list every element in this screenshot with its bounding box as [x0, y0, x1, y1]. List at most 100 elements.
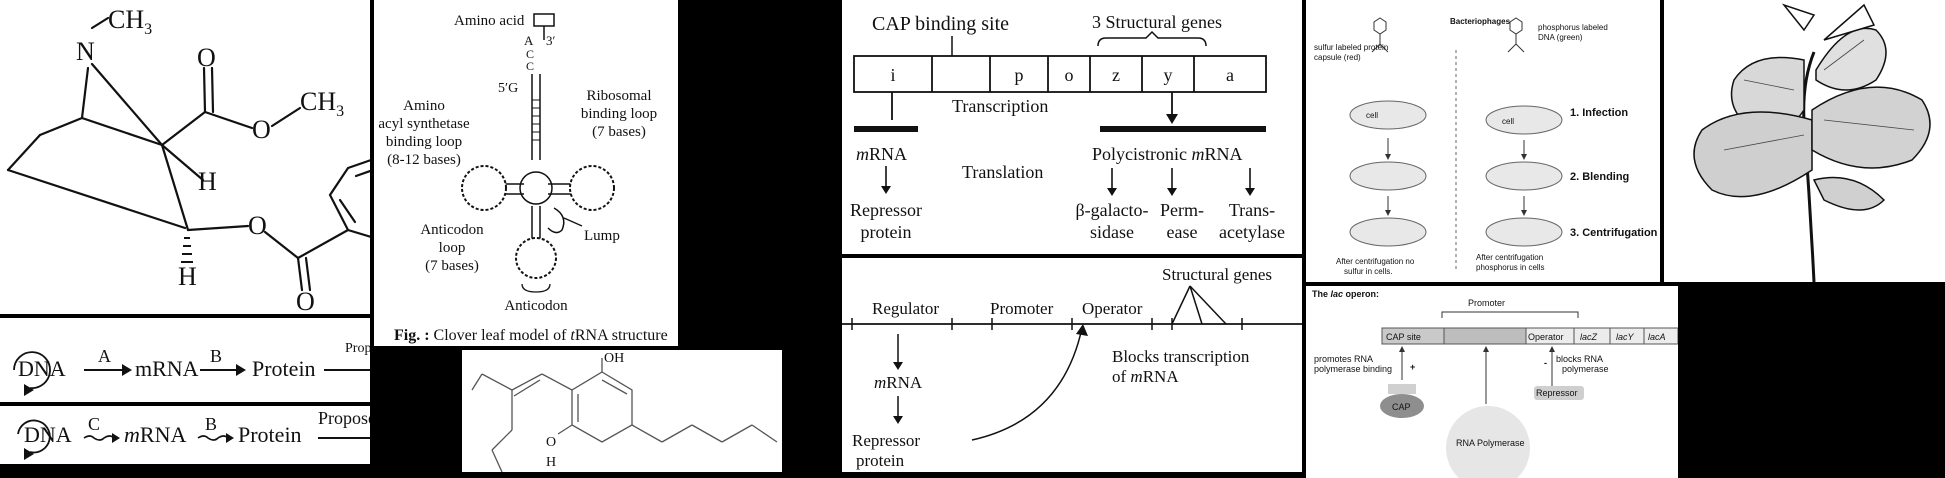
- dna-label: DNA: [18, 356, 66, 381]
- svg-text:acyl synthetase: acyl synthetase: [378, 116, 470, 132]
- figure-caption: Fig. : Clover leaf model of tRNA structu…: [394, 327, 668, 344]
- lac-operon-cap-panel: The lac operon: Promoter CAP site Operat…: [1306, 286, 1678, 478]
- arrow-c-label: C: [88, 414, 100, 434]
- beta-galactosidase-label-2: sidase: [1090, 222, 1134, 242]
- right-cell-infection: [1485, 105, 1563, 135]
- ribosomal-loop-label: Ribosomal binding loop (7 bases): [581, 88, 657, 140]
- after-right-label-1: After centrifugation: [1476, 253, 1543, 262]
- promoter-bracket-label: Promoter: [1468, 298, 1505, 308]
- benzoate-carbonyl-o-label: O: [296, 287, 315, 314]
- synthetase-loop-label: Amino acyl synthetase binding loop (8-12…: [378, 98, 470, 168]
- datura-plant-drawing: [1693, 3, 1931, 282]
- blocks-label-1: blocks RNA: [1556, 354, 1603, 364]
- lacz-label: lacZ: [1580, 332, 1598, 342]
- ether-h-label: H: [546, 455, 556, 470]
- proposed-by-label-2: Proposed by: [318, 408, 370, 428]
- trna-c2-label: C: [526, 59, 534, 73]
- beta-galactosidase-label-1: β-galacto-: [1075, 200, 1148, 220]
- svg-text:Ribosomal: Ribosomal: [586, 88, 651, 104]
- transacetylase-label-1: Trans-: [1229, 200, 1275, 220]
- mrna-label-2: mRNA: [124, 422, 186, 447]
- promoter-box: [1443, 327, 1527, 345]
- gene-boxes: [853, 55, 1267, 93]
- left-cell-infection: [1349, 100, 1427, 130]
- repressor-label-op2-2: protein: [856, 451, 905, 470]
- gene-y-label: y: [1164, 65, 1173, 85]
- transcription-label: Transcription: [952, 96, 1048, 116]
- mrna-label-op1: mRNA: [856, 144, 907, 164]
- mrna-label: mRNA: [135, 356, 199, 381]
- dna-replication-loop-icon-2: [17, 419, 51, 454]
- right-cell-centrifugation: [1485, 217, 1563, 247]
- sulfur-label-2: capsule (red): [1314, 53, 1361, 62]
- after-right-label-2: phosphorus in cells: [1476, 263, 1544, 272]
- repressor-label-op2-1: Repressor: [852, 431, 920, 450]
- gene-z-label: z: [1112, 65, 1120, 85]
- svg-text:Anticodon: Anticodon: [420, 222, 484, 238]
- central-dogma-panel-1: DNA A mRNA B Protein Proposed by C: [0, 318, 370, 402]
- lac-operon-title: The lac operon:: [1312, 289, 1379, 299]
- cocaine-structure-panel: N CH3 CH3 O O H O H O: [0, 0, 370, 314]
- cap-label: CAP: [1392, 402, 1411, 412]
- blocks-transcription-label: Blocks transcription: [1112, 347, 1250, 366]
- anticodon-label: Anticodon: [504, 298, 568, 314]
- anticodon-loop-shape: [515, 237, 557, 279]
- left-cell-blending: [1349, 161, 1427, 191]
- gene-o-label: o: [1065, 65, 1074, 85]
- benzoate-o-label: O: [248, 211, 267, 240]
- structural-genes-label-2: Structural genes: [1162, 265, 1272, 284]
- rna-polymerase-label: RNA Polymerase: [1456, 438, 1525, 448]
- gene-a-label: a: [1226, 65, 1234, 85]
- hydrogen-lower-label: H: [178, 262, 197, 291]
- cocaine-structure-drawing: N CH3 CH3 O O H O H O: [6, 5, 370, 314]
- cell-label-left: cell: [1366, 111, 1378, 120]
- gene-p-label: p: [1015, 65, 1024, 85]
- five-prime-label: 5′G: [498, 81, 518, 96]
- trna-a-label: A: [524, 33, 534, 48]
- trna-cloverleaf-panel: Amino acid A 3′ C C 5′G Amino acyl synth…: [374, 0, 678, 346]
- cannabinoid-structure-panel: OH O H: [462, 350, 782, 472]
- repressor-protein-label-1: Repressor: [850, 200, 922, 220]
- after-left-label-2: sulfur in cells.: [1344, 267, 1392, 276]
- polycistronic-mrna-label: Polycistronic mRNA: [1092, 144, 1243, 164]
- amino-acid-box: [533, 13, 555, 27]
- blocks-label-2: polymerase: [1562, 364, 1609, 374]
- hydroxyl-label: OH: [604, 351, 624, 366]
- laca-label: lacA: [1648, 332, 1666, 342]
- lac-operon-genes-panel: CAP binding site 3 Structural genes i p …: [842, 0, 1302, 254]
- protein-label: Protein: [252, 356, 316, 381]
- svg-text:loop: loop: [439, 240, 466, 256]
- nitrogen-label: N: [76, 37, 95, 66]
- t-psi-c-loop: [569, 165, 615, 211]
- arrow-a-label: A: [98, 346, 111, 366]
- amino-acid-label: Amino acid: [454, 13, 525, 29]
- phosphorus-label-1: phosphorus labeled: [1538, 23, 1608, 32]
- dna-label-2: DNA: [24, 422, 72, 447]
- left-cell-centrifugation: [1349, 217, 1427, 247]
- ester-o-label: O: [252, 115, 271, 144]
- permease-label-2: ease: [1167, 222, 1198, 242]
- right-cell-blending: [1485, 161, 1563, 191]
- phage-phosphorus-icon: [1509, 17, 1523, 35]
- hydrogen-upper-label: H: [198, 167, 217, 196]
- cap-binding-site-label: CAP binding site: [872, 13, 1009, 35]
- phosphorus-label-2: DNA (green): [1538, 33, 1583, 42]
- rna-polymerase-shape: [1446, 406, 1530, 478]
- cap-site-label: CAP site: [1386, 332, 1421, 342]
- mrna-label-op2: mRNA: [874, 373, 923, 392]
- dihydrouridine-loop: [461, 165, 507, 211]
- ether-o-label: O: [546, 435, 556, 450]
- variable-lump: [547, 207, 565, 234]
- cap-top-shape: [1388, 384, 1416, 394]
- repressor-binding-arrow: [971, 327, 1083, 441]
- svg-text:(7 bases): (7 bases): [425, 258, 479, 274]
- arrow-b-label: B: [210, 346, 222, 366]
- methyl-right-label: CH3: [300, 87, 344, 120]
- cap-protein-shape: [1380, 394, 1424, 418]
- operator-box-label: Operator: [1528, 332, 1564, 342]
- repressor-protein-label-2: protein: [861, 222, 912, 242]
- minus-sign: -: [1544, 358, 1547, 368]
- repressor-shape: [1534, 386, 1584, 400]
- blocks-mrna-label: of mRNA: [1112, 367, 1179, 386]
- svg-text:(7 bases): (7 bases): [592, 124, 646, 140]
